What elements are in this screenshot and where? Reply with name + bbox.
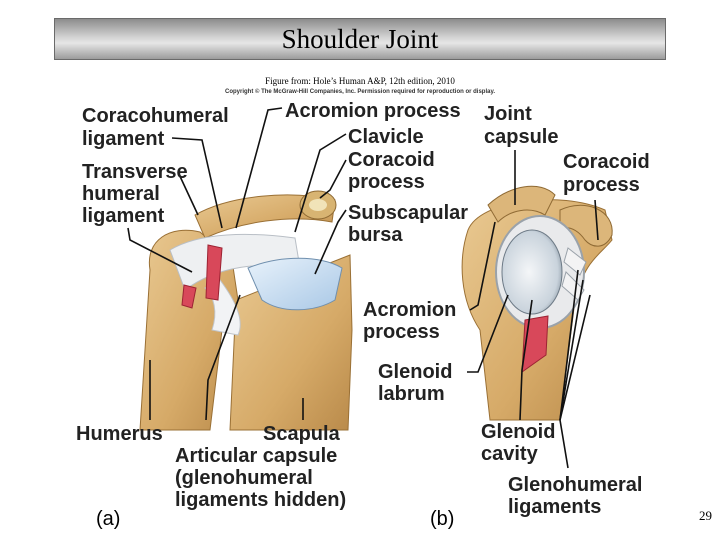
- panel-a-illustration: [140, 191, 352, 430]
- label-coracohumeral-ligament: Coracohumeral ligament: [82, 105, 234, 150]
- label-transverse-humeral-ligament: Transverse humeral ligament: [82, 161, 193, 227]
- label-glenoid-cavity: Glenoid cavity: [481, 421, 561, 465]
- label-acromion-process-b: Acromion process: [363, 299, 462, 343]
- label-scapula: Scapula: [263, 423, 341, 445]
- label-acromion-process-a: Acromion process: [285, 100, 461, 122]
- label-glenoid-labrum: Glenoid labrum: [378, 361, 458, 405]
- panel-b-illustration: [462, 186, 612, 420]
- label-glenohumeral-ligaments: Glenohumeral ligaments: [508, 474, 648, 518]
- panel-b-tag: (b): [430, 508, 454, 530]
- label-subscapular-bursa: Subscapular bursa: [348, 202, 474, 246]
- clavicle-marrow-shape: [309, 199, 327, 211]
- label-coracoid-process-a: Coracoid process: [348, 149, 440, 193]
- panel-a-tag: (a): [96, 508, 120, 530]
- label-clavicle: Clavicle: [348, 126, 424, 148]
- label-articular-capsule: Articular capsule (glenohumeral ligament…: [175, 445, 346, 511]
- label-joint-capsule: Joint capsule: [484, 103, 558, 148]
- label-coracoid-process-b: Coracoid process: [563, 151, 655, 196]
- label-humerus: Humerus: [76, 423, 163, 445]
